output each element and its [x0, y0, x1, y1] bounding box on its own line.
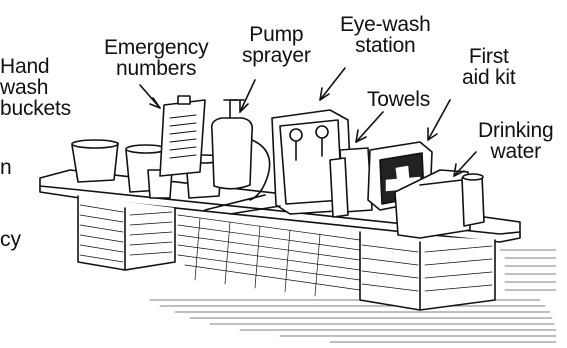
- cropped-text-left-mid: n: [0, 156, 12, 180]
- label-eye-wash-station: Eye-wash station: [340, 14, 431, 56]
- pump-sprayer: [212, 100, 270, 200]
- label-hand-wash-buckets: Hand wash buckets: [0, 56, 71, 119]
- label-drinking-water: Drinking water: [478, 120, 553, 162]
- label-first-aid-kit: First aid kit: [462, 46, 515, 88]
- label-towels: Towels: [367, 89, 430, 110]
- emergency-numbers-board: [160, 96, 205, 176]
- cropped-text-left-low: cy: [0, 228, 21, 252]
- right-leg: [360, 232, 495, 310]
- label-emergency-numbers: Emergency numbers: [104, 37, 208, 79]
- label-pump-sprayer: Pump sprayer: [242, 24, 311, 66]
